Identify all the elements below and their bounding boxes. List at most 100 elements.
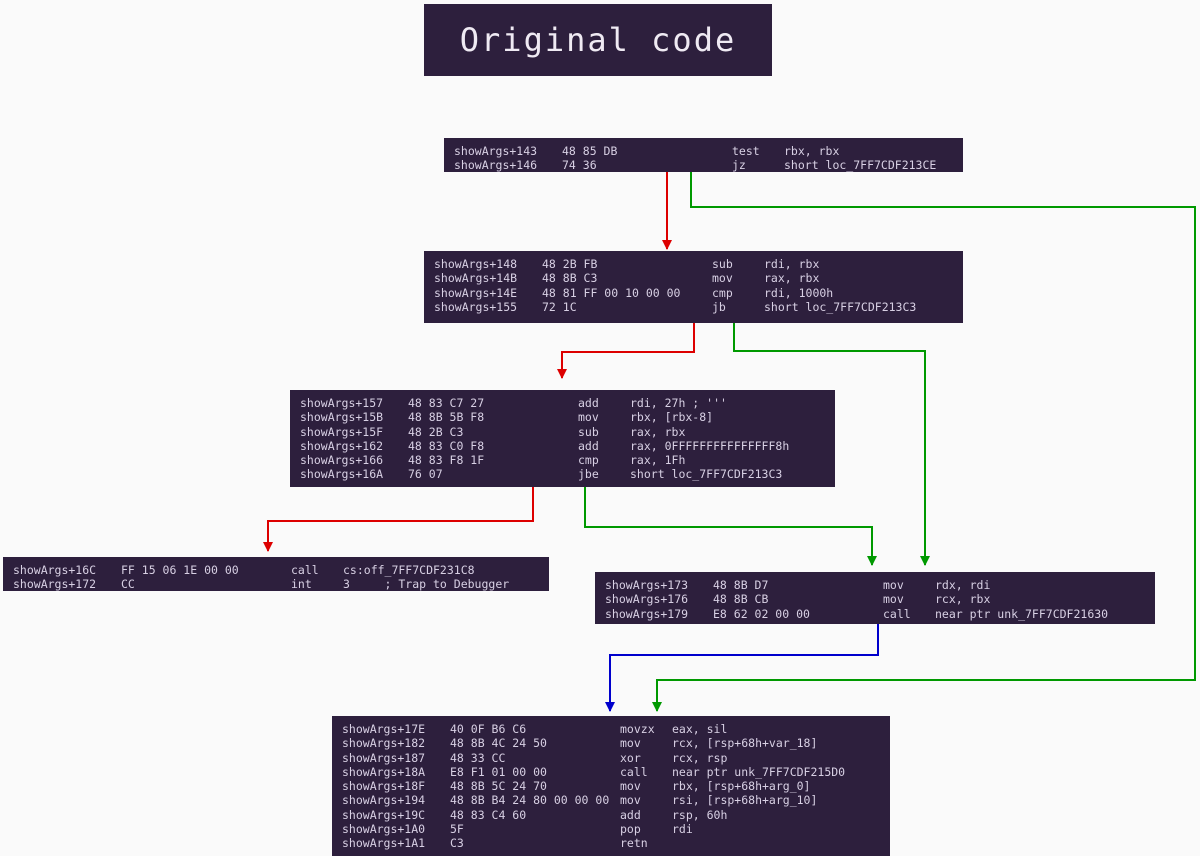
line-address: showArgs+18A	[342, 764, 426, 779]
line-bytes: 48 8B 5C 24 70	[450, 779, 547, 794]
code-block-add-rdi-27h[interactable]: showArgs+157 48 83 C7 27 add rdi, 27h ; …	[290, 390, 835, 487]
line-mnemonic: mov	[883, 578, 904, 592]
line-operands: rbx, [rsp+68h+arg_0]	[672, 779, 811, 794]
line-address: showArgs+166	[300, 453, 384, 468]
edge-block3-to-block4-false	[263, 487, 534, 552]
line-mnemonic: pop	[620, 822, 641, 837]
line-operands: near ptr unk_7FF7CDF215D0	[672, 764, 846, 779]
line-address: showArgs+17E	[342, 722, 426, 736]
code-line: showArgs+166 48 83 F8 1F cmp rax, 1Fh	[290, 453, 835, 467]
line-address: showArgs+143	[454, 144, 538, 158]
line-address: showArgs+15F	[300, 424, 384, 439]
line-operands: rcx, [rsp+68h+var_18]	[672, 736, 818, 751]
line-bytes: 48 8B D7	[713, 578, 769, 592]
code-line: showArgs+148 48 2B FB sub rdi, rbx	[424, 257, 963, 271]
line-operands: rax, 1Fh	[630, 453, 686, 468]
line-mnemonic: mov	[620, 779, 641, 794]
code-line: showArgs+173 48 8B D7 mov rdx, rdi	[595, 578, 1155, 592]
line-mnemonic: mov	[620, 736, 641, 751]
code-line: showArgs+14E 48 81 FF 00 10 00 00 cmp rd…	[424, 286, 963, 300]
line-bytes: 48 8B C3	[542, 271, 598, 286]
line-bytes: 48 85 DB	[562, 144, 618, 158]
line-operands: rax, 0FFFFFFFFFFFFFFF8h	[630, 438, 790, 453]
edge-block3-to-block5-true	[584, 487, 877, 566]
line-bytes: E8 62 02 00 00	[713, 606, 810, 621]
code-line: showArgs+15F 48 2B C3 sub rax, rbx	[290, 425, 835, 439]
line-bytes: 48 83 C0 F8	[408, 438, 485, 453]
line-address: showArgs+1A0	[342, 822, 426, 837]
line-mnemonic: add	[578, 396, 599, 410]
line-bytes: 76 07	[408, 467, 443, 482]
line-bytes: 48 2B C3	[408, 424, 464, 439]
line-operands: rsp, 60h	[672, 807, 728, 822]
line-address: showArgs+1A1	[342, 836, 426, 851]
code-line: showArgs+194 48 8B B4 24 80 00 00 00 mov…	[332, 793, 890, 807]
code-line: showArgs+17E 40 0F B6 C6 movzx eax, sil	[332, 722, 890, 736]
code-line: showArgs+15B 48 8B 5B F8 mov rbx, [rbx-8…	[290, 410, 835, 424]
line-mnemonic: mov	[578, 410, 599, 425]
line-mnemonic: test	[732, 144, 760, 158]
line-mnemonic: retn	[620, 836, 648, 851]
line-operands: short loc_7FF7CDF213C3	[764, 299, 917, 314]
line-operands: rbx, rbx	[784, 144, 840, 158]
line-operands: rcx, rbx	[935, 592, 991, 607]
line-mnemonic: jbe	[578, 467, 599, 482]
code-line: showArgs+18A E8 F1 01 00 00 call near pt…	[332, 765, 890, 779]
code-line: showArgs+16C FF 15 06 1E 00 00 call cs:o…	[3, 563, 549, 577]
code-line: showArgs+18F 48 8B 5C 24 70 mov rbx, [rs…	[332, 779, 890, 793]
line-address: showArgs+182	[342, 736, 426, 751]
code-line: showArgs+162 48 83 C0 F8 add rax, 0FFFFF…	[290, 439, 835, 453]
line-address: showArgs+157	[300, 396, 384, 410]
line-address: showArgs+155	[434, 299, 518, 314]
line-mnemonic: jz	[732, 158, 746, 173]
line-operands: rdx, rdi	[935, 578, 991, 592]
code-block-call-int3[interactable]: showArgs+16C FF 15 06 1E 00 00 call cs:o…	[3, 557, 549, 591]
code-block-test-rbx[interactable]: showArgs+143 48 85 DB test rbx, rbx show…	[444, 138, 963, 172]
line-bytes: 40 0F B6 C6	[450, 722, 527, 736]
code-block-mov-rdx-rdi[interactable]: showArgs+173 48 8B D7 mov rdx, rdi showA…	[595, 572, 1155, 624]
line-bytes: 48 8B 4C 24 50	[450, 736, 547, 751]
line-bytes: 48 2B FB	[542, 257, 598, 271]
line-operands	[672, 836, 890, 850]
line-address: showArgs+148	[434, 257, 518, 271]
page-title-banner: Original code	[424, 4, 772, 76]
line-address: showArgs+176	[605, 592, 689, 607]
line-mnemonic: sub	[712, 257, 733, 271]
line-mnemonic: add	[620, 807, 641, 822]
line-bytes: 48 8B 5B F8	[408, 410, 485, 425]
code-line: showArgs+157 48 83 C7 27 add rdi, 27h ; …	[290, 396, 835, 410]
code-line: showArgs+172 CC int 3 ; Trap to Debugger	[3, 577, 549, 591]
line-operands: rbx, [rbx-8]	[630, 410, 714, 425]
line-mnemonic: int	[291, 577, 312, 592]
code-line: showArgs+176 48 8B CB mov rcx, rbx	[595, 592, 1155, 606]
line-bytes: E8 F1 01 00 00	[450, 764, 547, 779]
line-address: showArgs+187	[342, 750, 426, 765]
line-bytes: 48 83 C7 27	[408, 396, 485, 410]
line-operands: short loc_7FF7CDF213CE	[784, 158, 937, 173]
line-operands: rdi, rbx	[764, 257, 820, 271]
code-line: showArgs+182 48 8B 4C 24 50 mov rcx, [rs…	[332, 736, 890, 750]
code-line: showArgs+155 72 1C jb short loc_7FF7CDF2…	[424, 300, 963, 314]
code-block-epilogue[interactable]: showArgs+17E 40 0F B6 C6 movzx eax, sil …	[332, 716, 890, 856]
line-mnemonic: movzx	[620, 722, 655, 736]
line-address: showArgs+15B	[300, 410, 384, 425]
code-line: showArgs+14B 48 8B C3 mov rax, rbx	[424, 271, 963, 285]
line-address: showArgs+179	[605, 606, 689, 621]
code-line: showArgs+143 48 85 DB test rbx, rbx	[444, 144, 963, 158]
line-operands: near ptr unk_7FF7CDF21630	[935, 606, 1109, 621]
line-bytes: CC	[121, 577, 135, 592]
code-line: showArgs+187 48 33 CC xor rcx, rsp	[332, 751, 890, 765]
line-operands: rax, rbx	[630, 424, 686, 439]
code-line: showArgs+179 E8 62 02 00 00 call near pt…	[595, 607, 1155, 621]
line-address: showArgs+16C	[13, 563, 97, 577]
line-bytes: 48 33 CC	[450, 750, 506, 765]
line-address: showArgs+16A	[300, 467, 384, 482]
code-block-sub-rdi[interactable]: showArgs+148 48 2B FB sub rdi, rbx showA…	[424, 251, 963, 323]
line-bytes: FF 15 06 1E 00 00	[121, 563, 239, 577]
code-line: showArgs+16A 76 07 jbe short loc_7FF7CDF…	[290, 467, 835, 481]
line-operands: 3 ; Trap to Debugger	[343, 577, 510, 592]
line-address: showArgs+19C	[342, 807, 426, 822]
line-bytes: 48 81 FF 00 10 00 00	[542, 285, 681, 300]
code-line: showArgs+146 74 36 jz short loc_7FF7CDF2…	[444, 158, 963, 172]
